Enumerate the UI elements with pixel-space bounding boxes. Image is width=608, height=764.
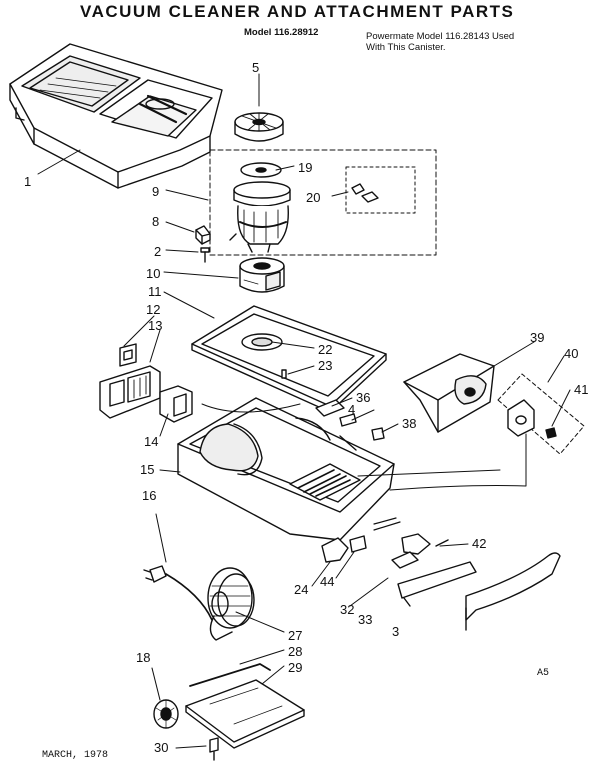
callout-18: 18 [136, 650, 150, 665]
power-cord-reel [143, 565, 255, 641]
callout-41: 41 [574, 382, 588, 397]
callout-30: 30 [154, 740, 168, 755]
callout-19: 19 [298, 160, 312, 175]
callout-10: 10 [146, 266, 160, 281]
model-number: Model 116.28912 [244, 27, 319, 38]
callout-22: 22 [318, 342, 332, 357]
callout-16: 16 [142, 488, 156, 503]
canister-cover [9, 43, 223, 189]
callout-33: 33 [358, 612, 372, 627]
callout-29: 29 [288, 660, 302, 675]
model-note-line-2: With This Canister. [366, 42, 446, 53]
filter-frame [191, 305, 387, 413]
bottom-plate [185, 663, 305, 761]
callout-5: 5 [252, 60, 259, 75]
callout-28: 28 [288, 644, 302, 659]
callout-4: 4 [348, 402, 355, 417]
canister-body [177, 397, 395, 541]
callout-23: 23 [318, 358, 332, 373]
callout-9: 9 [152, 184, 159, 199]
motor-mount [239, 257, 285, 293]
footer-date: MARCH, 1978 [42, 750, 109, 761]
callout-2: 2 [154, 244, 161, 259]
callout-12: 12 [146, 302, 160, 317]
callout-39: 39 [530, 330, 544, 345]
model-note-line-1: Powermate Model 116.28143 Used [366, 31, 515, 42]
callout-42: 42 [472, 536, 486, 551]
callout-15: 15 [140, 462, 154, 477]
motor [229, 162, 291, 253]
switch-assembly [99, 343, 193, 423]
callout-36: 36 [356, 390, 370, 405]
callout-20: 20 [306, 190, 320, 205]
callout-14: 14 [144, 434, 158, 449]
callout-11: 11 [148, 284, 162, 299]
callout-24: 24 [294, 582, 308, 597]
callout-labels: 1234589101112131415161819202223242728293… [24, 60, 588, 755]
callout-3: 3 [392, 624, 399, 639]
callout-44: 44 [320, 574, 334, 589]
callout-1: 1 [24, 174, 31, 189]
callout-38: 38 [402, 416, 416, 431]
model-note: Powermate Model 116.28143 Used With This… [366, 31, 566, 53]
page-code: A5 [537, 668, 550, 679]
callout-32: 32 [340, 602, 354, 617]
hose-inlet-assembly [403, 353, 585, 455]
leader-lines [37, 73, 571, 749]
motor-brush-set [351, 183, 379, 203]
callout-8: 8 [152, 214, 159, 229]
latch-and-handle-parts [321, 517, 561, 631]
callout-40: 40 [564, 346, 578, 361]
motor-cap [234, 112, 284, 142]
grommet [195, 225, 211, 245]
screw [200, 247, 210, 263]
motor-assembly-box [209, 149, 437, 256]
page-title: VACUUM CLEANER AND ATTACHMENT PARTS [80, 2, 515, 21]
callout-27: 27 [288, 628, 302, 643]
callout-13: 13 [148, 318, 162, 333]
caster-wheel [153, 699, 179, 729]
